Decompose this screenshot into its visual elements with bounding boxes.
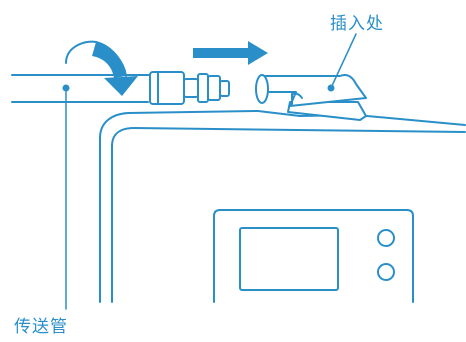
insertion-point-label: 插入处 (330, 14, 384, 34)
insertion-port (255, 74, 367, 121)
control-button-top (377, 229, 395, 247)
display-screen (239, 227, 339, 291)
device-housing (99, 110, 466, 303)
right-arrow-icon (193, 41, 268, 65)
tube-connector (149, 71, 230, 105)
transfer-tube (11, 74, 151, 103)
control-panel (213, 209, 414, 303)
transfer-tube-label: 传送管 (14, 317, 68, 337)
curved-arrow-icon (65, 40, 138, 96)
control-button-bottom (377, 263, 395, 281)
insert-leader-line (330, 33, 357, 89)
leader-lines (62, 33, 357, 310)
tube-leader-dot (62, 84, 70, 92)
insert-leader-dot (327, 84, 335, 92)
